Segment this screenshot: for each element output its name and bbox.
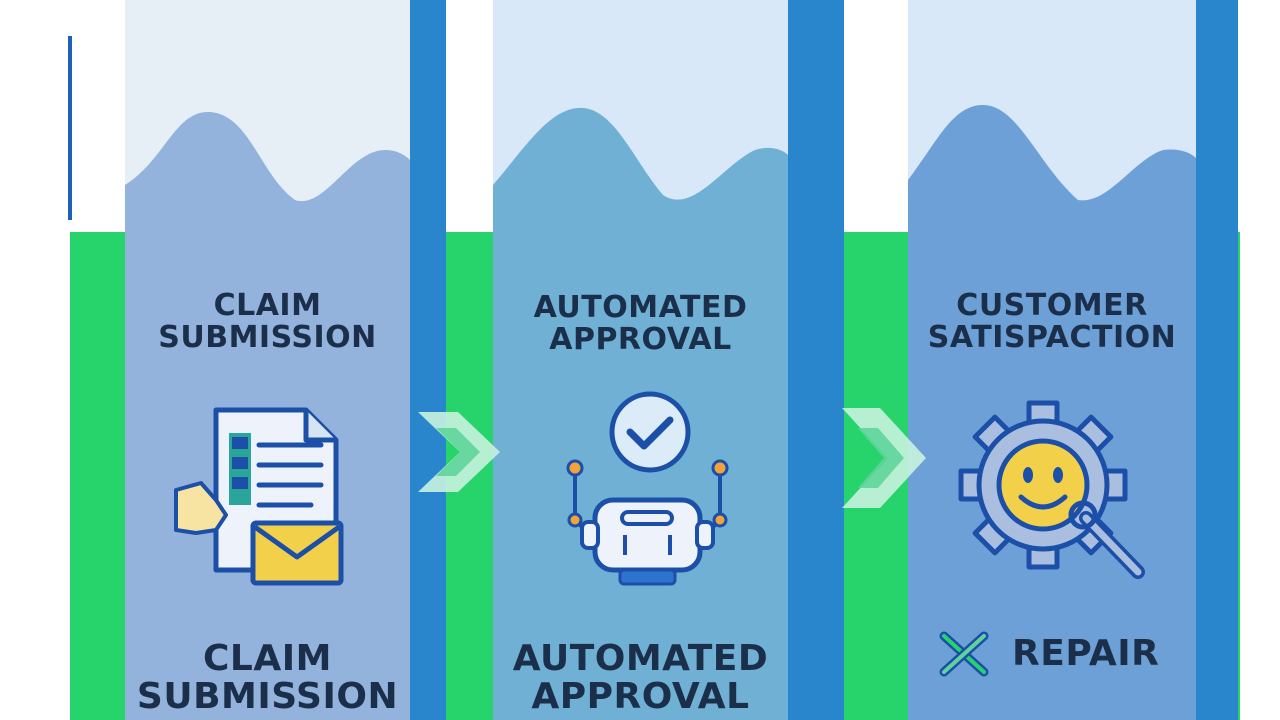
mountain-backdrop [125,0,410,720]
separator-bar [788,0,844,720]
mountain-backdrop [493,0,788,720]
step-label-bottom: REPAIR [1012,633,1160,674]
step-label-bottom: AUTOMATED APPROVAL [512,638,769,717]
step-title-top: AUTOMATED APPROVAL [533,290,748,357]
step-label-bottom: CLAIM SUBMISSION [136,638,399,717]
separator-bar [410,0,446,720]
mountain-backdrop [908,0,1196,720]
left-edge-bar [68,36,72,220]
chevron-right-icon [418,412,500,492]
chevron-right-icon [842,408,926,508]
step-title-top: CLAIM SUBMISSION [158,288,377,355]
step-title-top: CUSTOMER SATISPACTION [927,288,1177,355]
separator-bar [1196,0,1238,720]
document-envelope-icon [174,407,344,586]
smiley-gear-icon [958,400,1145,579]
step-panel-automated-approval: AUTOMATED APPROVAL AUTOMATED APPROVAL [493,0,788,720]
step-panel-claim-submission: CLAIM SUBMISSION CLAIM SUBMISSION [125,0,410,720]
robot-check-icon [566,391,729,586]
step-panel-customer-satisfaction: CUSTOMER SATISPACTION [908,0,1196,720]
repair-label-row: REPAIR [936,628,1159,680]
wrench-screwdriver-icon [939,631,989,677]
